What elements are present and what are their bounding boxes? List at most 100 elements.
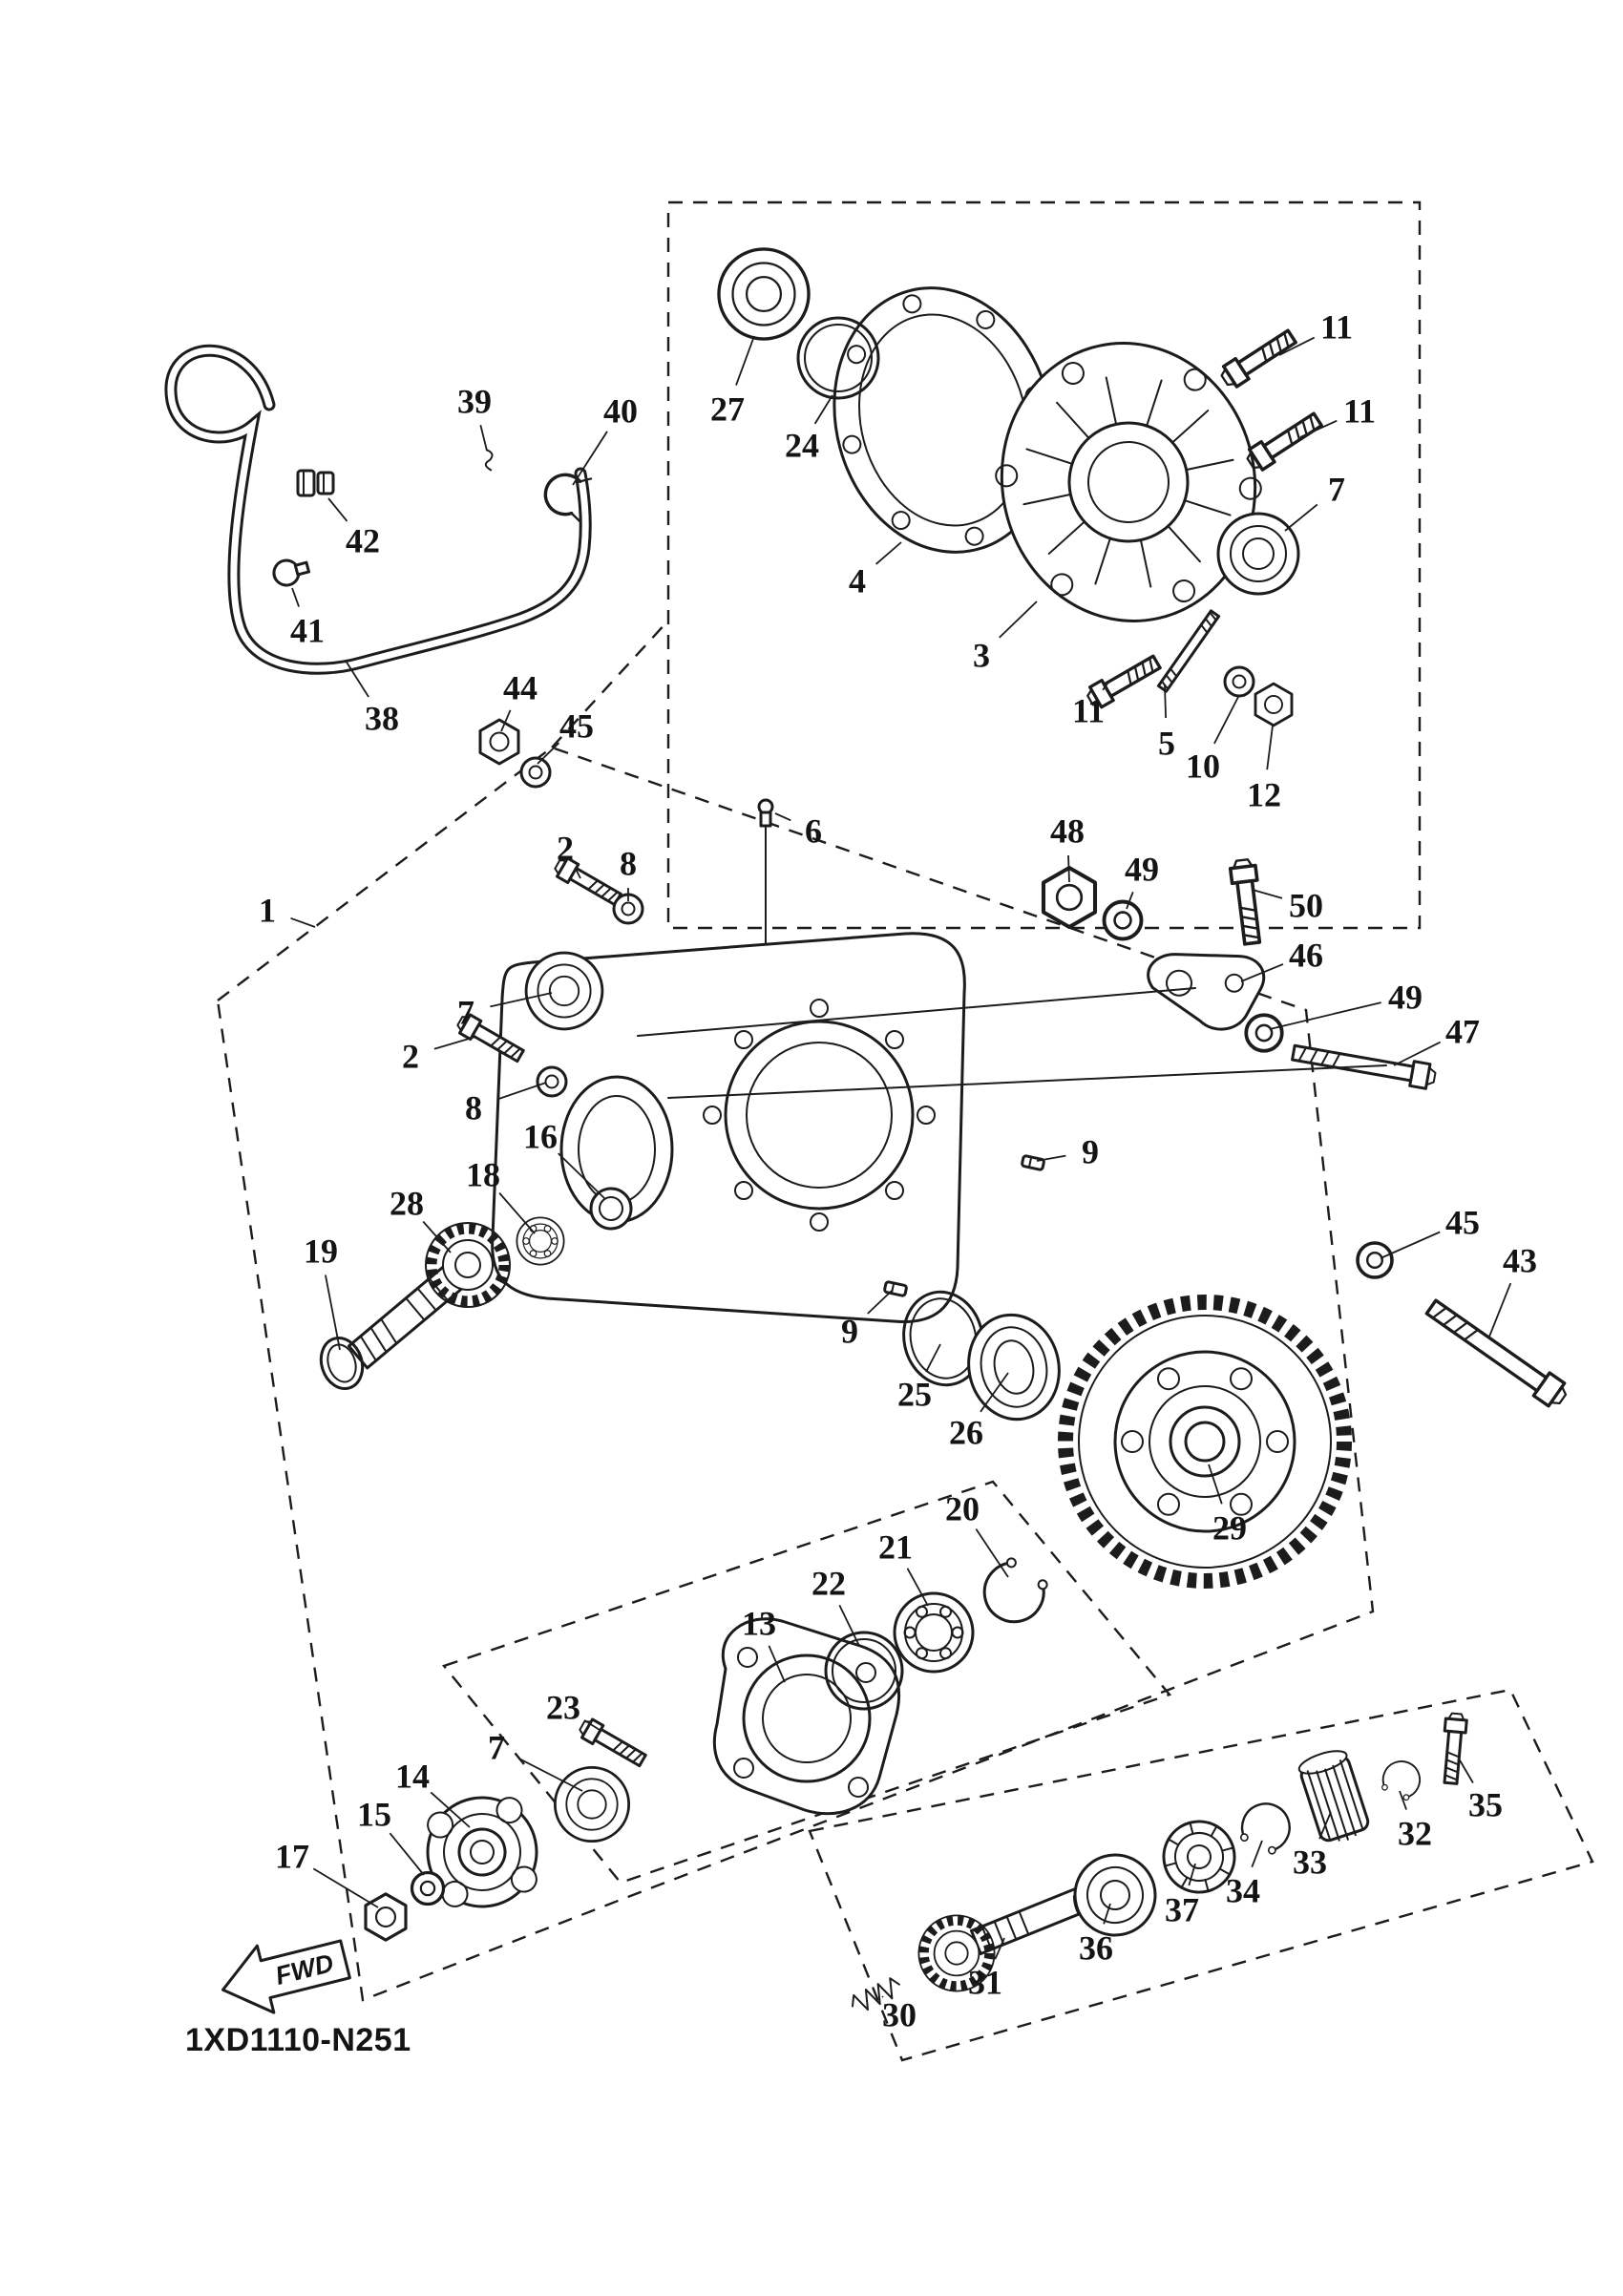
leader-line-25 bbox=[925, 1343, 941, 1373]
leader-line-19 bbox=[325, 1274, 341, 1351]
part-39-clip bbox=[484, 449, 494, 472]
part-16-collar bbox=[589, 1187, 633, 1231]
leader-line-31 bbox=[994, 1937, 1005, 1960]
callout-31: 31 bbox=[968, 1964, 1002, 2002]
callout-27: 27 bbox=[710, 390, 745, 429]
leader-line-17 bbox=[312, 1867, 379, 1908]
callout-41: 41 bbox=[290, 612, 325, 650]
callout-7: 7 bbox=[457, 994, 474, 1032]
part-34-circlip bbox=[1233, 1795, 1299, 1859]
callout-8: 8 bbox=[465, 1089, 482, 1127]
callout-29: 29 bbox=[1212, 1509, 1247, 1548]
leader-line-21 bbox=[906, 1568, 929, 1607]
part-7-oil-seal bbox=[553, 1765, 631, 1843]
leader-line-47 bbox=[1393, 1041, 1442, 1066]
leader-line-39 bbox=[479, 424, 488, 452]
callout-12: 12 bbox=[1247, 776, 1281, 814]
leader-line-24 bbox=[813, 394, 833, 425]
callout-3: 3 bbox=[973, 637, 990, 675]
callout-49: 49 bbox=[1125, 851, 1159, 889]
leader-line-9 bbox=[867, 1290, 893, 1315]
leader-line-9 bbox=[1036, 1154, 1066, 1162]
leader-line-11 bbox=[1278, 336, 1316, 356]
callout-21: 21 bbox=[878, 1528, 913, 1567]
part-21-bearing bbox=[893, 1591, 975, 1674]
leader-line-50 bbox=[1252, 889, 1283, 899]
callout-48: 48 bbox=[1050, 812, 1085, 851]
callout-43: 43 bbox=[1503, 1242, 1537, 1280]
leader-line-37 bbox=[1188, 1863, 1196, 1886]
leader-line-43 bbox=[1488, 1282, 1512, 1338]
part-13-bearing-housing bbox=[712, 1617, 901, 1816]
callout-47: 47 bbox=[1445, 1013, 1480, 1051]
leader-line-11 bbox=[1299, 419, 1338, 438]
part-17-nut bbox=[364, 1892, 408, 1942]
leader-line-23 bbox=[583, 1719, 601, 1731]
callout-40: 40 bbox=[603, 392, 638, 431]
leader-line-32 bbox=[1399, 1790, 1407, 1810]
callout-34: 34 bbox=[1226, 1872, 1260, 1910]
leader-line-20 bbox=[975, 1528, 1009, 1578]
assembly-alignment-lines bbox=[637, 987, 1387, 1099]
region-connector bbox=[551, 620, 669, 748]
part-36-boot bbox=[1072, 1853, 1157, 1937]
callout-11: 11 bbox=[1320, 308, 1353, 347]
leader-line-2 bbox=[433, 1036, 476, 1050]
leader-line-16 bbox=[558, 1152, 606, 1200]
leader-line-2 bbox=[575, 869, 581, 879]
callout-36: 36 bbox=[1079, 1929, 1113, 1968]
part-45-washer bbox=[1356, 1241, 1394, 1279]
callout-30: 30 bbox=[882, 1996, 917, 2034]
leader-line-45 bbox=[537, 742, 560, 765]
callout-7: 7 bbox=[488, 1729, 505, 1767]
part-44-nut bbox=[478, 718, 520, 766]
part-19-washer-ring bbox=[319, 1337, 365, 1390]
part-43-bolt bbox=[1422, 1294, 1572, 1412]
region-hub-group bbox=[441, 1480, 1172, 1885]
callout-37: 37 bbox=[1165, 1891, 1199, 1929]
callout-46: 46 bbox=[1289, 937, 1323, 975]
part-33-roller-bearing bbox=[1297, 1750, 1370, 1843]
leader-line-41 bbox=[291, 587, 300, 607]
part-7-oil-seal bbox=[1216, 512, 1300, 596]
leader-line-46 bbox=[1240, 963, 1284, 982]
callout-32: 32 bbox=[1398, 1815, 1432, 1853]
leader-line-14 bbox=[430, 1791, 471, 1828]
callout-28: 28 bbox=[390, 1185, 424, 1223]
callout-50: 50 bbox=[1289, 887, 1323, 925]
leader-line-45 bbox=[1380, 1231, 1441, 1259]
callout-49: 49 bbox=[1388, 979, 1423, 1017]
callout-33: 33 bbox=[1293, 1843, 1327, 1882]
leader-line-7 bbox=[517, 1757, 583, 1792]
part-9-dowel-pin bbox=[1020, 1153, 1046, 1172]
leader-line-49 bbox=[1126, 891, 1134, 910]
leader-line-33 bbox=[1318, 1811, 1332, 1840]
part-28-drive-pinion bbox=[347, 1223, 510, 1370]
callout-15: 15 bbox=[357, 1796, 391, 1834]
callout-35: 35 bbox=[1468, 1786, 1503, 1824]
leader-line-6 bbox=[774, 812, 791, 822]
part-11-bolt bbox=[1242, 408, 1326, 475]
leader-line-10 bbox=[1213, 696, 1239, 745]
callout-23: 23 bbox=[546, 1689, 580, 1727]
leader-line-13 bbox=[768, 1645, 786, 1683]
parts-layer bbox=[164, 247, 1572, 2016]
diagram-code: 1XD1110-N251 bbox=[185, 2022, 411, 2058]
callout-25: 25 bbox=[897, 1376, 932, 1414]
leader-line-12 bbox=[1266, 725, 1274, 770]
leader-line-28 bbox=[422, 1220, 452, 1253]
leader-line-15 bbox=[389, 1832, 425, 1876]
part-3-gear-case-cover bbox=[995, 342, 1262, 622]
leader-line-48 bbox=[1067, 854, 1070, 883]
leader-line-44 bbox=[500, 709, 512, 732]
part-42-clip bbox=[296, 469, 335, 497]
fwd-arrow: FWD bbox=[221, 1939, 351, 2014]
callout-20: 20 bbox=[945, 1490, 980, 1528]
callout-2: 2 bbox=[557, 830, 574, 868]
callout-10: 10 bbox=[1186, 748, 1220, 786]
callout-7: 7 bbox=[1328, 471, 1345, 509]
leader-line-22 bbox=[838, 1605, 860, 1647]
callout-17: 17 bbox=[275, 1838, 309, 1876]
callout-13: 13 bbox=[742, 1605, 776, 1643]
